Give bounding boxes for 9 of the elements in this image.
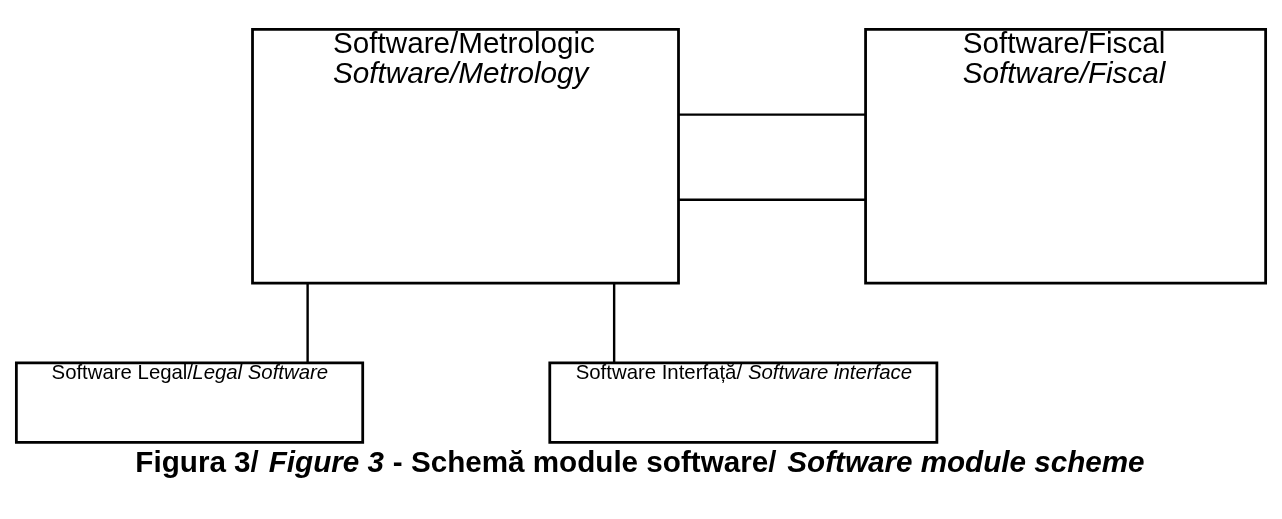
node-box: Software/Metrologic Software/Metrology bbox=[251, 27, 680, 285]
connector bbox=[678, 112, 866, 116]
node-box: Software/Fiscal Software/Fiscal bbox=[864, 27, 1268, 285]
connector bbox=[612, 283, 616, 363]
connector bbox=[306, 283, 309, 363]
node-box: Software Interfață/ Software interface bbox=[548, 360, 939, 444]
node-box: Software Legal/Legal Software bbox=[15, 360, 365, 444]
caption: Figura 3/ Figure 3 - Schemă module software/ Software module scheme bbox=[135, 444, 1145, 478]
connector bbox=[678, 198, 866, 201]
